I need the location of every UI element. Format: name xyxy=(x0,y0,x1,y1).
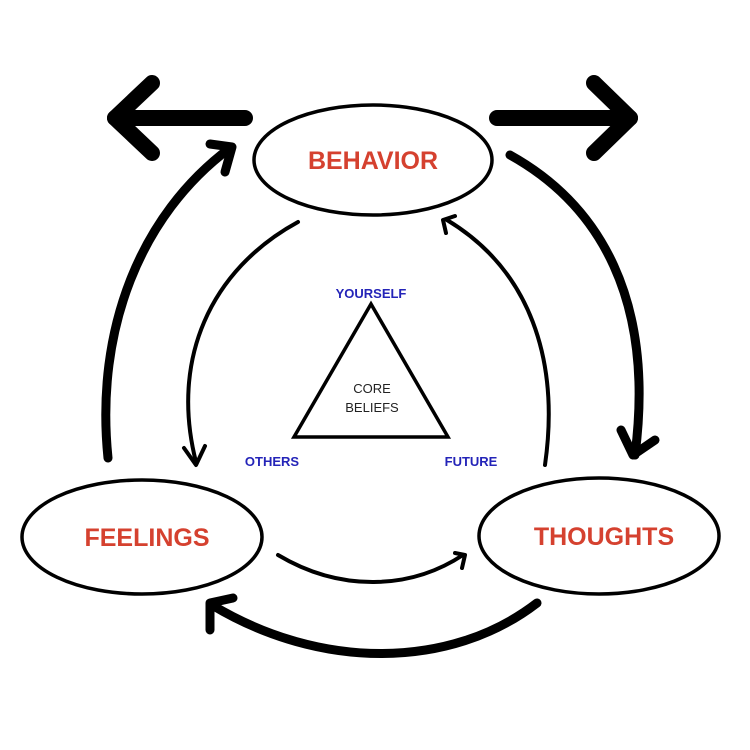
node-feelings-label: FEELINGS xyxy=(84,524,209,552)
left-outward-arrow xyxy=(107,75,253,161)
arrow-feelings-to-thoughts xyxy=(276,551,467,584)
arrow-thoughts-to-feelings xyxy=(205,593,542,658)
node-thoughts-shape xyxy=(477,476,721,596)
corner-label-future: FUTURE xyxy=(445,454,498,469)
node-thoughts: THOUGHTS xyxy=(477,476,721,596)
node-feelings: FEELINGS xyxy=(20,478,264,596)
right-outward-arrow xyxy=(489,75,638,161)
core-beliefs-triangle xyxy=(290,300,452,439)
node-thoughts-label: THOUGHTS xyxy=(534,523,674,551)
core-beliefs-line2: BELIEFS xyxy=(345,400,399,415)
core-beliefs-line1: CORE xyxy=(353,381,391,396)
node-behavior: BEHAVIOR xyxy=(252,103,494,217)
node-feelings-shape xyxy=(20,478,264,596)
arrow-behavior-to-feelings xyxy=(182,220,300,467)
node-behavior-label: BEHAVIOR xyxy=(308,147,438,175)
node-behavior-shape xyxy=(252,103,494,217)
core-beliefs: CORE BELIEFS YOURSELF OTHERS FUTURE xyxy=(245,286,498,469)
arrow-thoughts-to-behavior xyxy=(441,214,551,467)
arrow-feelings-to-behavior xyxy=(101,139,237,463)
arrow-behavior-to-thoughts xyxy=(505,150,660,460)
corner-label-yourself: YOURSELF xyxy=(336,286,407,301)
corner-label-others: OTHERS xyxy=(245,454,300,469)
